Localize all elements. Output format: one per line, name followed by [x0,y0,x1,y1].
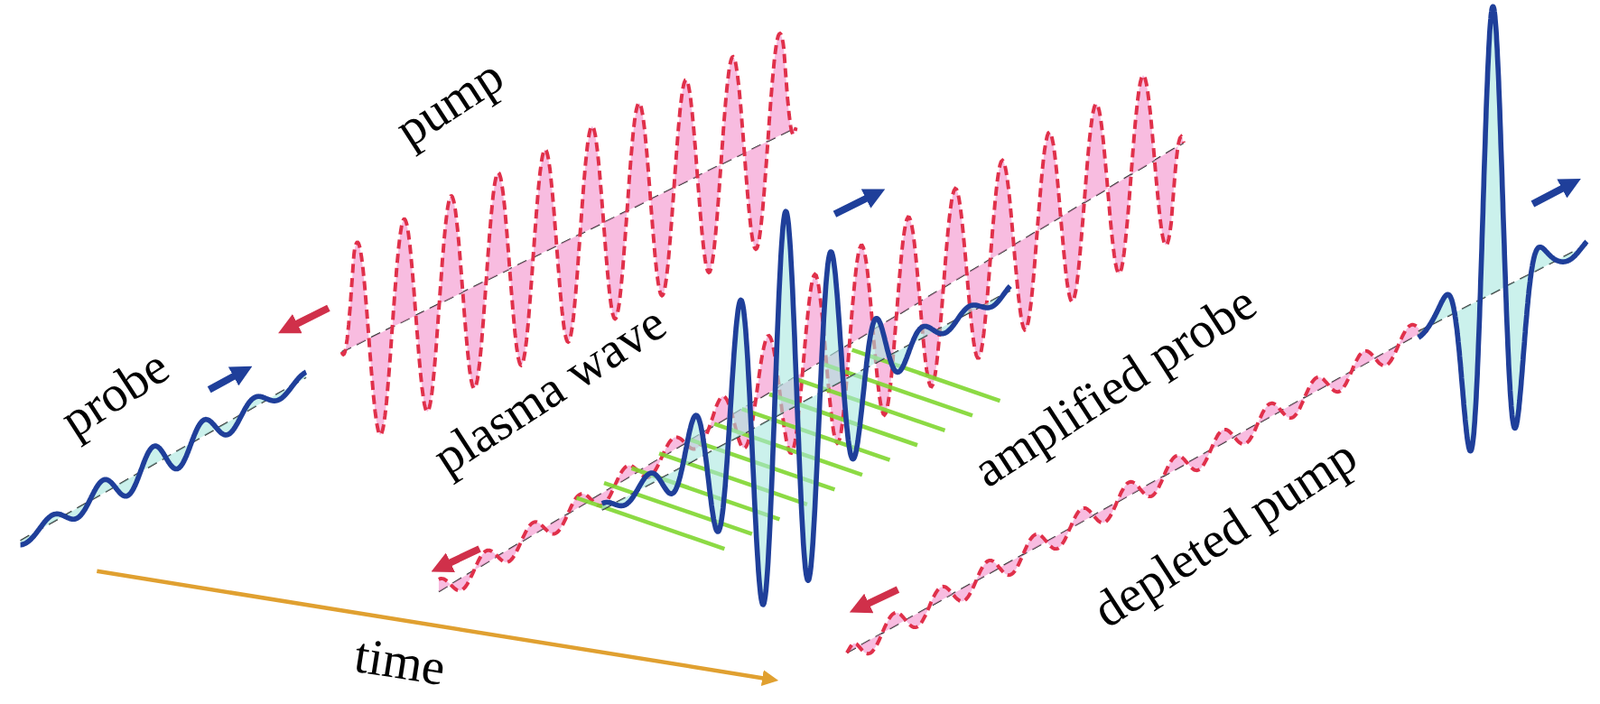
probe-wave [1418,6,1587,451]
plasma-wave-bar [576,498,726,550]
plasma-wave-bar [604,483,753,535]
wave-label: amplified probe [960,273,1268,498]
wave-label: depleted pump [1080,427,1369,639]
probe-fill [602,211,1011,605]
wave-label: probe [47,337,180,448]
wave-label: plasma wave [420,294,678,486]
probe-fill [1418,6,1587,451]
wave-label: time [347,628,454,695]
wave-label: pump [382,46,515,158]
probe-wave [602,211,1011,605]
